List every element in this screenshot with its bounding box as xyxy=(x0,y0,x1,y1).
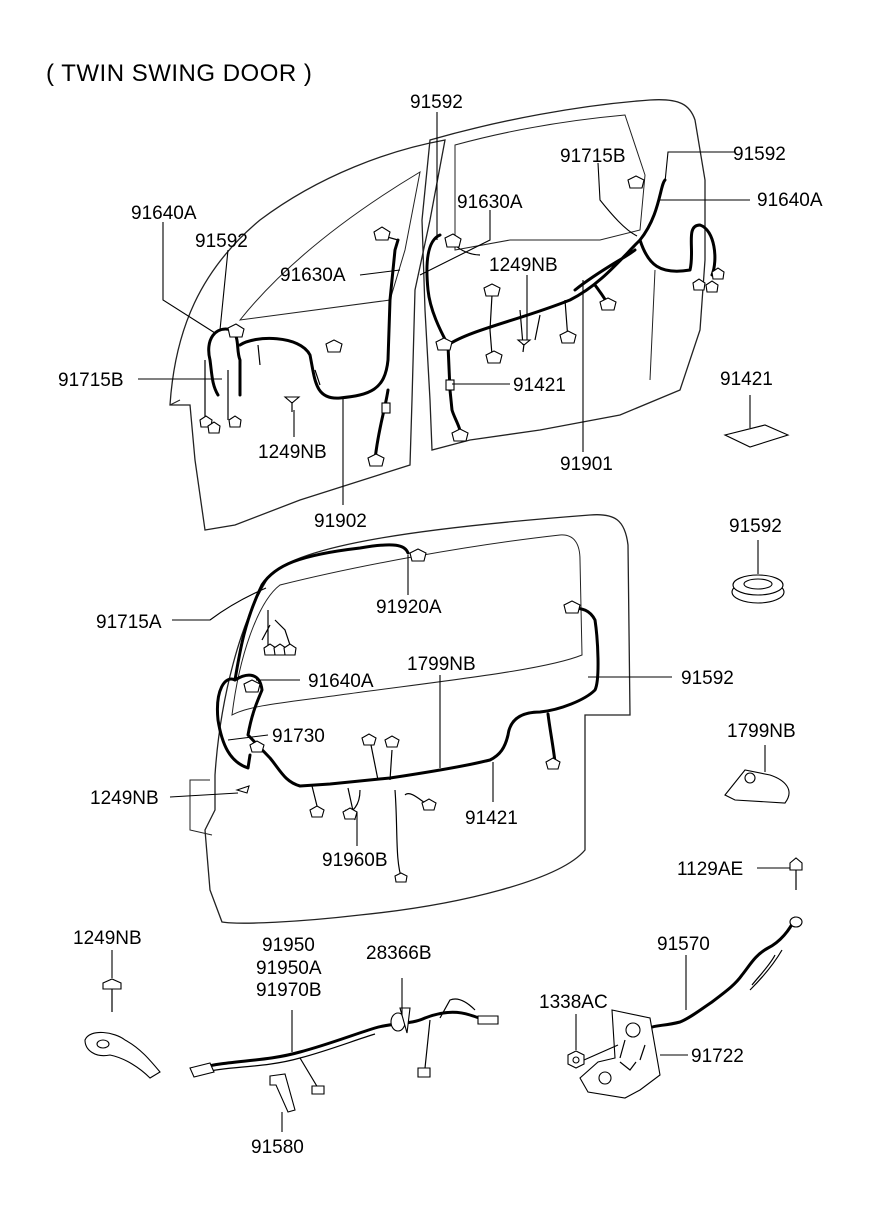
front-connectors xyxy=(199,175,725,467)
label-91950: 91950 xyxy=(262,935,315,956)
label-1249NB: 1249NB xyxy=(258,442,327,463)
front-left-door xyxy=(169,139,446,531)
label-91421: 91421 xyxy=(513,375,566,396)
harness-rear-main xyxy=(215,543,600,788)
label-91421: 91421 xyxy=(720,369,773,390)
label-91901: 91901 xyxy=(560,454,613,475)
label-91421: 91421 xyxy=(465,808,518,829)
label-91630A: 91630A xyxy=(280,265,346,286)
part-91421-pad xyxy=(723,395,790,448)
part-91592-grommet xyxy=(731,540,785,604)
label-91580: 91580 xyxy=(251,1137,304,1158)
label-91592: 91592 xyxy=(681,668,734,689)
diagram-title: ( TWIN SWING DOOR ) xyxy=(46,60,313,87)
part-91950-harness xyxy=(189,978,499,1132)
label-91640A: 91640A xyxy=(308,671,374,692)
label-91715A: 91715A xyxy=(96,612,162,633)
label-91592: 91592 xyxy=(733,144,786,165)
label-91592: 91592 xyxy=(729,516,782,537)
label-91592: 91592 xyxy=(195,231,248,252)
label-91902: 91902 xyxy=(314,511,367,532)
part-91722-bracket xyxy=(579,1009,688,1099)
label-1249NB: 1249NB xyxy=(489,255,558,276)
label-91960B: 91960B xyxy=(322,850,388,871)
label-91950A: 91950A xyxy=(256,958,322,979)
part-1249NB-screw xyxy=(102,950,122,1012)
label-1799NB: 1799NB xyxy=(407,654,476,675)
label-1249NB: 1249NB xyxy=(73,928,142,949)
label-1129AE: 1129AE xyxy=(677,859,743,880)
part-labels: 91592 91715B 91592 91640A 91640A 91630A … xyxy=(58,92,823,1158)
rear-door xyxy=(189,514,631,924)
label-91920A: 91920A xyxy=(376,597,442,618)
label-91730: 91730 xyxy=(272,726,325,747)
harness-91901 xyxy=(425,178,717,442)
harness-91902 xyxy=(207,238,400,400)
label-91640A: 91640A xyxy=(757,190,823,211)
rear-leaders xyxy=(169,555,672,846)
label-91630A: 91630A xyxy=(457,192,523,213)
part-1338AC-nut xyxy=(567,1014,619,1069)
part-1799NB-clip xyxy=(724,745,790,804)
label-91715B: 91715B xyxy=(58,370,124,391)
harness-rear-branch xyxy=(546,712,557,764)
label-1338AC: 1338AC xyxy=(539,992,608,1013)
label-28366B: 28366B xyxy=(366,943,432,964)
part-1129AE-bolt xyxy=(757,857,803,890)
rear-connectors xyxy=(235,548,581,883)
front-right-door xyxy=(421,99,706,451)
label-91570: 91570 xyxy=(657,934,710,955)
label-1249NB: 1249NB xyxy=(90,788,159,809)
harness-91902-branch xyxy=(373,388,390,462)
front-clips xyxy=(283,339,532,412)
label-91722: 91722 xyxy=(691,1046,744,1067)
label-91970B: 91970B xyxy=(256,980,322,1001)
label-1799NB: 1799NB xyxy=(727,721,796,742)
part-91570-ground-wire xyxy=(648,916,803,1030)
front-leaders xyxy=(138,112,750,505)
label-91592: 91592 xyxy=(410,92,463,113)
label-91640A: 91640A xyxy=(131,203,197,224)
part-ground-terminal xyxy=(84,1031,161,1079)
label-91715B: 91715B xyxy=(560,146,626,167)
